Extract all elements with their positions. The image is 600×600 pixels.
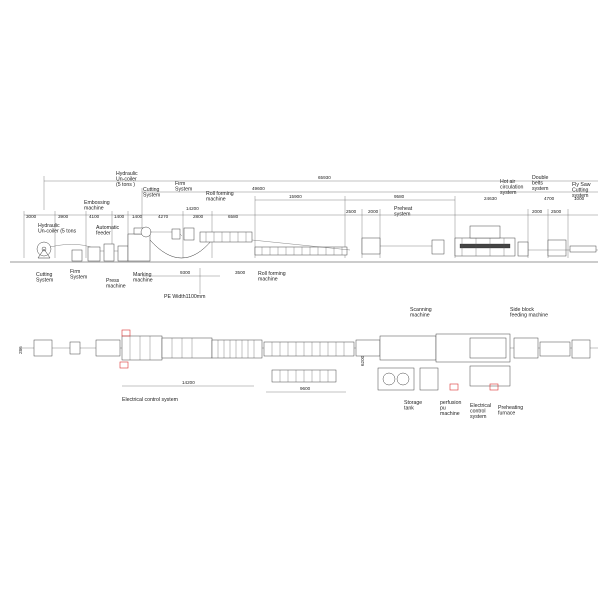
dim-6580: 6580 bbox=[228, 214, 239, 219]
label-electrical-control-left: Electrical control system bbox=[122, 397, 178, 403]
plan-view: 14200 9600 6200 286 Electrical control s… bbox=[18, 307, 598, 420]
dim-49600: 49600 bbox=[252, 186, 265, 191]
dim-1400a: 1400 bbox=[114, 214, 125, 219]
dim-4700: 4700 bbox=[544, 196, 555, 201]
dim-24630: 24630 bbox=[484, 196, 497, 201]
dim-plan-286: 286 bbox=[18, 346, 23, 354]
dim-4270: 4270 bbox=[158, 214, 169, 219]
dim-plan-9600: 9600 bbox=[300, 386, 311, 391]
dim-2500b: 2500 bbox=[551, 209, 562, 214]
side-view: 65930 49600 24630 3000 3900 4100 1400 14… bbox=[10, 171, 598, 300]
dim-9300: 9300 bbox=[180, 270, 191, 275]
label-pe-width: PE Width1100mm bbox=[164, 294, 205, 300]
dim-3000: 3000 bbox=[26, 214, 37, 219]
dim-1400b: 1400 bbox=[132, 214, 143, 219]
dim-14200-top: 14200 bbox=[186, 206, 199, 211]
dim-2000b: 2000 bbox=[532, 209, 543, 214]
dim-plan-6200: 6200 bbox=[360, 355, 365, 366]
dim-9580: 9580 bbox=[394, 194, 405, 199]
dim-2000a: 2000 bbox=[368, 209, 379, 214]
dim-15900: 15900 bbox=[289, 194, 302, 199]
dim-3900: 3900 bbox=[58, 214, 69, 219]
dim-1000: 1000 bbox=[574, 196, 585, 201]
dim-3500: 3500 bbox=[235, 270, 246, 275]
dim-overall: 65930 bbox=[318, 175, 331, 180]
dim-plan-14200: 14200 bbox=[182, 380, 195, 385]
dim-2800: 2800 bbox=[193, 214, 204, 219]
dim-2500a: 2500 bbox=[346, 209, 357, 214]
dim-4100: 4100 bbox=[89, 214, 100, 219]
